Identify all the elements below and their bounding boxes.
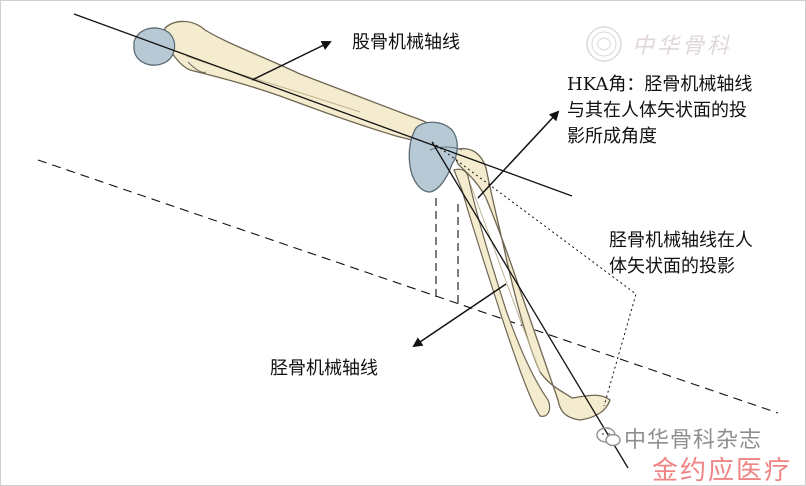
label-hka-angle: HKA角：胫骨机械轴线 与其在人体矢状面的投 影所成角度 [567, 72, 752, 150]
knee-joint [408, 121, 463, 193]
label-femoral-axis: 股骨机械轴线 [352, 32, 460, 53]
label-projection-line1: 胫骨机械轴线在人 [609, 230, 753, 251]
femoral-mechanical-axis [73, 13, 573, 197]
watermark-brand: 金约应医疗 [652, 456, 793, 486]
label-hka-line2: 与其在人体矢状面的投 [567, 100, 747, 121]
femoral-head [133, 27, 176, 66]
label-hka-line1: HKA角：胫骨机械轴线 [567, 74, 753, 95]
seal-icon [586, 26, 622, 62]
tibial-mechanical-axis [431, 141, 629, 469]
label-hka-line3: 影所成角度 [567, 126, 657, 147]
femoral-axis-arrow [251, 41, 332, 81]
watermark-bottom: 中华骨科杂志 金约应医疗 [596, 422, 806, 486]
tibial-axis-arrow [412, 283, 507, 348]
tibia-bone [451, 147, 611, 421]
watermark-journal-name: 中华骨科杂志 [624, 428, 763, 453]
hka-angle-arrow [477, 110, 560, 199]
wechat-icon [596, 427, 621, 447]
label-projection-line2: 体矢状面的投影 [609, 256, 735, 277]
sagittal-plane-line [37, 159, 779, 414]
watermark-top: 中华骨科 [584, 24, 780, 64]
label-sagittal-projection: 胫骨机械轴线在人 体矢状面的投影 [609, 228, 753, 280]
watermark-top-text: 中华骨科 [632, 34, 733, 59]
fibula-bone [453, 168, 551, 417]
label-tibial-axis: 胫骨机械轴线 [270, 358, 378, 379]
